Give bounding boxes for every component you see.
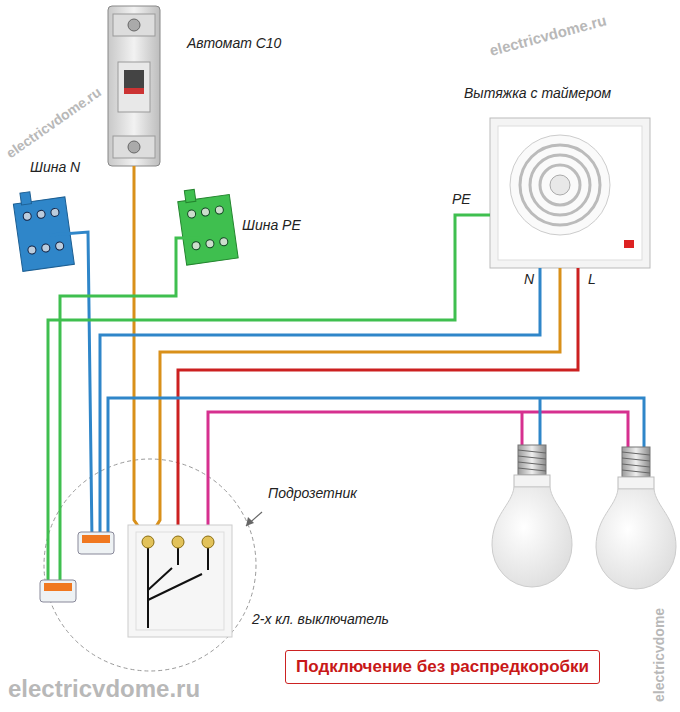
watermark: electricvdome.ru [486, 12, 610, 60]
pe-bus [176, 185, 238, 266]
caption: Подключение без распредкоробки [296, 657, 589, 676]
neutral-bus [12, 187, 74, 271]
wire [148, 268, 560, 540]
bus-label: Шина PE [240, 218, 303, 233]
device-label: Вытяжка с таймером [462, 86, 613, 101]
caption-box: Подключение без распредкоробки [285, 650, 600, 684]
wire [134, 166, 148, 540]
leader-line [246, 512, 262, 526]
switch-label: 2-х кл. выключатель [250, 612, 391, 627]
watermark: electricvdome.ru [2, 83, 106, 162]
switch-terminal [172, 536, 184, 548]
leader-arrow [246, 517, 254, 526]
watermark: electricvdome.ru [6, 676, 202, 702]
wago-connector [40, 580, 76, 602]
wire [100, 268, 540, 540]
watermark: electricvdome [652, 606, 667, 704]
switch-terminal [142, 536, 154, 548]
wire-label: L [586, 272, 598, 287]
wire [48, 215, 490, 585]
wire [539, 398, 542, 450]
breaker-label: Автомат С10 [185, 36, 283, 51]
light-bulb [492, 445, 572, 587]
wire-label: N [522, 272, 536, 287]
wire-label: PE [450, 192, 473, 207]
bus-label: Шина N [28, 160, 82, 175]
light-bulb [596, 447, 676, 589]
circuit-breaker [108, 6, 160, 166]
socket-box-outline [44, 459, 256, 671]
box-label: Подрозетник [266, 486, 359, 501]
wire [521, 412, 524, 448]
exhaust-fan [490, 118, 650, 268]
two-key-switch [128, 525, 232, 637]
switch-terminal [202, 536, 214, 548]
wago-connector [78, 532, 114, 554]
wire [50, 232, 92, 540]
